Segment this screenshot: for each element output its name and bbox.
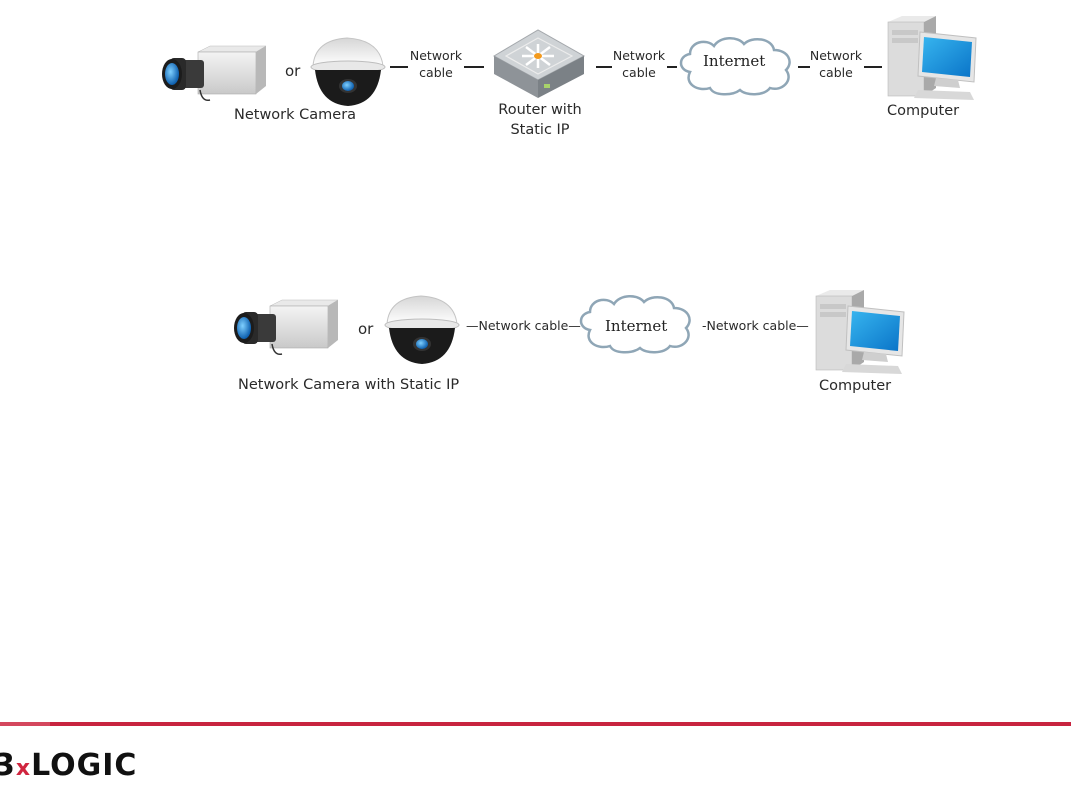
computer-label: Computer xyxy=(887,103,960,119)
cable-label-line: Network xyxy=(612,48,666,63)
internet-cloud-icon xyxy=(579,295,691,354)
computer-icon xyxy=(887,16,977,100)
internet-label: Internet xyxy=(605,317,668,335)
internet-cloud-icon xyxy=(679,37,791,96)
cable-line xyxy=(596,66,612,68)
router-label: Router with Static IP xyxy=(488,100,592,140)
or-label: or xyxy=(285,62,301,80)
cable-label-line: Network xyxy=(409,48,463,63)
or-label: or xyxy=(358,320,374,338)
box-camera-icon xyxy=(162,45,267,102)
cable-line xyxy=(464,66,484,68)
network-camera-static-ip-label: Network Camera with Static IP xyxy=(238,377,460,393)
computer-icon xyxy=(815,290,905,374)
dome-camera-icon xyxy=(310,37,386,106)
cable-label-2: -Network cable— xyxy=(702,318,809,333)
footer-divider xyxy=(0,722,1071,726)
cable-line xyxy=(390,66,408,68)
dome-camera-icon xyxy=(384,295,460,364)
logo-x: x xyxy=(15,756,32,781)
3xlogic-logo: 3xLOGIC xyxy=(0,748,137,783)
cable-label-1: Network cable xyxy=(408,47,464,81)
internet-label: Internet xyxy=(703,52,766,70)
router-label-line: Router with xyxy=(498,102,582,118)
cable-label-line: cable xyxy=(419,65,453,80)
computer-label: Computer xyxy=(819,378,892,394)
cable-label-line: cable xyxy=(622,65,656,80)
cable-line xyxy=(667,66,677,68)
router-icon xyxy=(492,29,586,98)
box-camera-icon xyxy=(234,299,339,356)
logo-main: LOGIC xyxy=(31,748,138,783)
cable-line xyxy=(798,66,810,68)
footer-divider-accent xyxy=(0,722,50,726)
network-camera-label: Network Camera xyxy=(234,107,357,123)
cable-line xyxy=(864,66,882,68)
cable-label-line: Network xyxy=(809,48,863,63)
cable-label-line: cable xyxy=(819,65,853,80)
cable-label-1: —Network cable— xyxy=(466,318,581,333)
router-label-line: Static IP xyxy=(510,122,570,138)
cable-label-3: Network cable xyxy=(808,47,864,81)
logo-prefix: 3 xyxy=(0,748,16,783)
cable-label-2: Network cable xyxy=(611,47,667,81)
